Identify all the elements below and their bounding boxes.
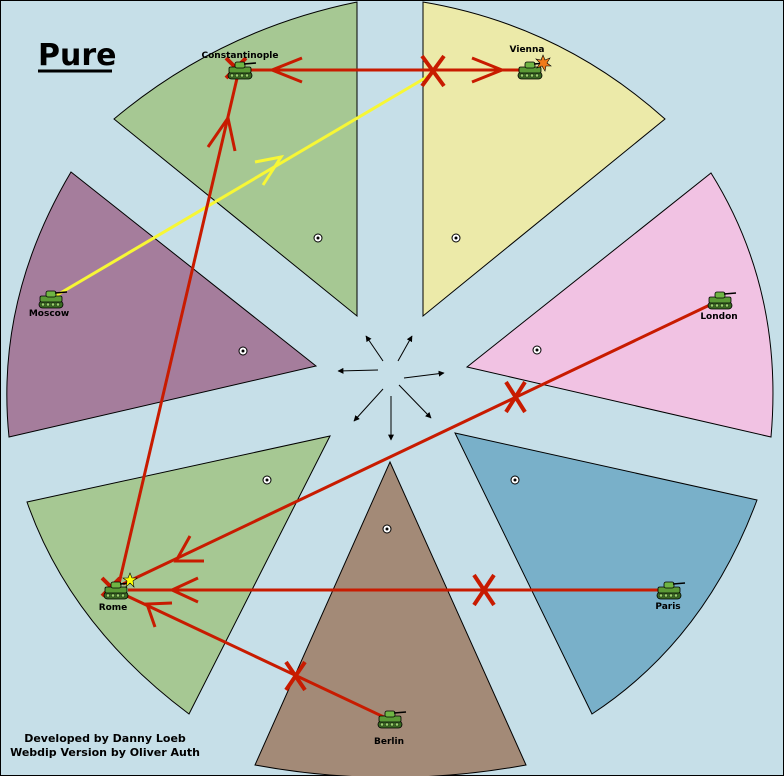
order-moscow-support <box>51 72 433 300</box>
label-rome: Rome <box>99 603 128 613</box>
supply-center-paris <box>510 475 520 485</box>
order-failed-mark <box>504 380 527 414</box>
supply-center-london <box>532 345 542 355</box>
order-berlin-rome <box>124 593 387 720</box>
unit-london[interactable] <box>707 291 737 310</box>
label-london: London <box>700 312 737 322</box>
territory-vienna[interactable] <box>422 1 666 318</box>
label-berlin: Berlin <box>374 737 404 747</box>
order-failed-mark <box>284 660 307 692</box>
territory-berlin[interactable] <box>254 460 527 776</box>
map-title: Pure <box>38 38 117 73</box>
supply-center-vienna <box>451 233 461 243</box>
credit-developer: Developed by Danny Loeb <box>24 732 186 745</box>
territory-labels: Constantinople Vienna London Paris Berli… <box>29 45 738 747</box>
label-moscow: Moscow <box>29 309 69 319</box>
order-paris-rome-arrowhead <box>168 576 199 604</box>
star-icon <box>122 572 138 588</box>
unit-berlin[interactable] <box>377 710 407 729</box>
order-moscow-support-arrowhead <box>254 154 285 186</box>
credit-webdip: Webdip Version by Oliver Auth <box>10 746 200 759</box>
compass-arrows-icon <box>337 335 445 441</box>
order-london-rome <box>122 300 717 586</box>
units-layer <box>38 54 737 729</box>
order-failed-mark <box>472 573 496 607</box>
orders-layer <box>51 54 717 720</box>
order-rome-constantinople <box>116 73 240 589</box>
supply-center-berlin <box>382 524 392 534</box>
supply-center-moscow <box>238 346 248 356</box>
explosion-icon <box>535 54 552 72</box>
territory-paris[interactable] <box>454 432 758 715</box>
label-paris: Paris <box>655 602 680 612</box>
order-rome-constantinople-arrowhead <box>206 114 237 152</box>
order-failed-mark <box>420 54 446 88</box>
order-constantinople-arrowhead <box>267 56 303 84</box>
label-constantinople: Constantinople <box>202 51 279 61</box>
supply-center-rome <box>262 475 272 485</box>
territory-rome[interactable] <box>26 435 331 715</box>
order-vienna-arrowhead <box>471 56 507 84</box>
unit-moscow[interactable] <box>38 290 68 309</box>
order-berlin-rome-arrowhead <box>144 601 173 628</box>
territory-moscow[interactable] <box>6 171 318 438</box>
order-london-rome-arrowhead <box>173 535 204 563</box>
unit-constantinople[interactable] <box>227 61 257 80</box>
supply-centers <box>238 233 542 534</box>
unit-vienna[interactable] <box>517 61 547 80</box>
unit-paris[interactable] <box>656 581 686 600</box>
label-vienna: Vienna <box>510 45 545 55</box>
territory-london[interactable] <box>465 172 774 438</box>
supply-center-constantinople <box>313 233 323 243</box>
